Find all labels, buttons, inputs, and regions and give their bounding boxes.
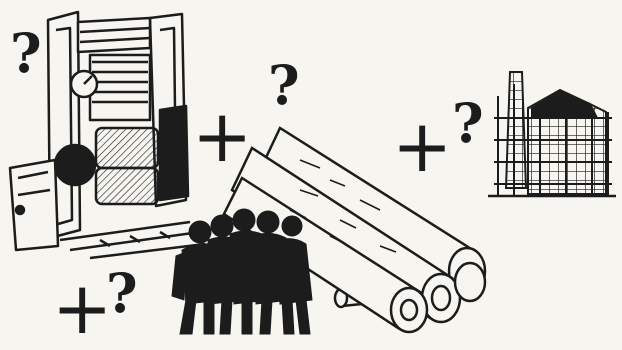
plus-sign-icon: + [192, 100, 252, 172]
question-mark-icon: ? [452, 96, 484, 150]
plus-sign-icon: + [52, 272, 112, 344]
workers-group-icon [172, 209, 312, 334]
plus-sign-icon: + [392, 110, 452, 182]
building-scaffold-icon [488, 72, 616, 196]
question-mark-icon: ? [268, 58, 300, 112]
question-mark-icon: ? [10, 26, 42, 80]
